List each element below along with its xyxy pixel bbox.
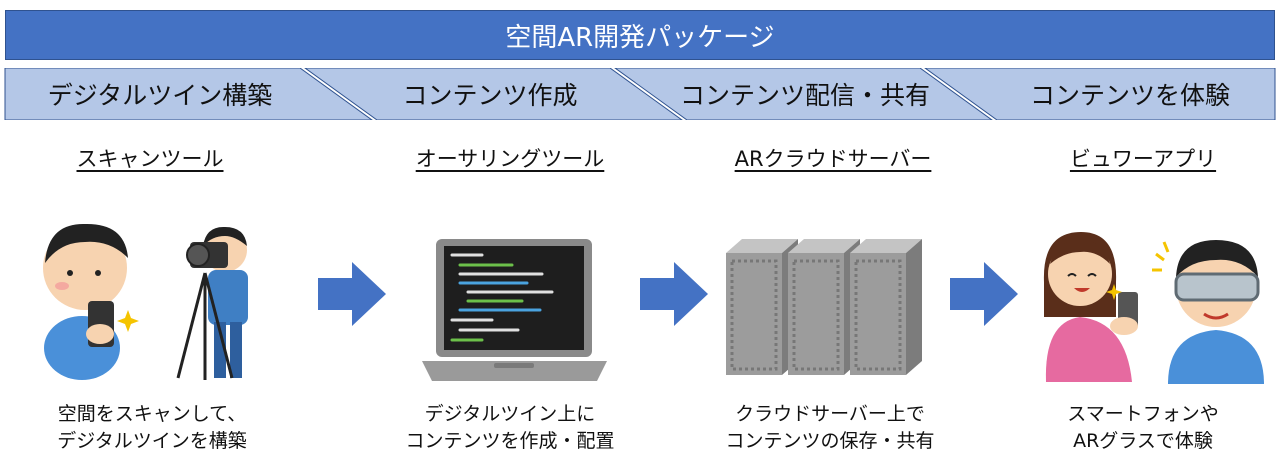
caption-viewer-line2: ARグラスで体験 [1073,430,1213,452]
tool-title-authoring: オーサリングツール [415,147,605,171]
viewer-illustration [1043,232,1264,384]
stage-label-3: コンテンツ配信・共有 [679,81,930,110]
photographer-icon [176,226,248,380]
caption-viewer-line1: スマートフォンや [1067,403,1219,425]
caption-cloud-line2: コンテンツの保存・共有 [725,430,935,452]
package-title-bar: 空間AR開発パッケージ [5,10,1275,60]
flow-arrow-2 [640,262,708,326]
package-title: 空間AR開発パッケージ [505,22,775,53]
stage-shape-2 [304,68,683,120]
stage-shape-4 [924,68,1276,120]
laptop-code-icon [422,239,607,381]
caption-authoring-line2: コンテンツを作成・配置 [405,430,615,452]
caption-authoring: デジタルツイン上に コンテンツを作成・配置 [405,401,614,455]
server-rack-icon [726,239,922,375]
tool-title-viewer: ビュワーアプリ [1069,147,1217,171]
caption-scan-line2: デジタルツインを構築 [57,430,247,452]
stage-label-1: デジタルツイン構築 [47,81,273,110]
stage-chevron-bar [4,68,1276,120]
caption-cloud-line1: クラウドサーバー上で [735,403,925,425]
server-unit [726,239,798,375]
tool-title-scan: スキャンツール [76,147,224,171]
man-ar-glasses-icon [1152,240,1264,384]
scan-illustration [43,223,248,380]
woman-smartphone-icon [1043,232,1138,382]
caption-cloud: クラウドサーバー上で コンテンツの保存・共有 [725,401,934,455]
flow-arrow-3 [950,262,1018,326]
stage-shape-1 [4,68,373,120]
tool-title-cloud: ARクラウドサーバー [734,147,932,171]
stage-shape-3 [614,68,993,120]
stage-label-4: コンテンツを体験 [1029,81,1230,110]
flow-arrow-1 [318,262,386,326]
caption-scan: 空間をスキャンして、 デジタルツインを構築 [57,401,247,455]
caption-scan-line1: 空間をスキャンして、 [57,403,247,425]
stage-label-2: コンテンツ作成 [402,81,578,110]
caption-viewer: スマートフォンや ARグラスで体験 [1067,401,1218,455]
caption-authoring-line1: デジタルツイン上に [424,403,596,425]
person-scanning-icon [43,223,139,380]
